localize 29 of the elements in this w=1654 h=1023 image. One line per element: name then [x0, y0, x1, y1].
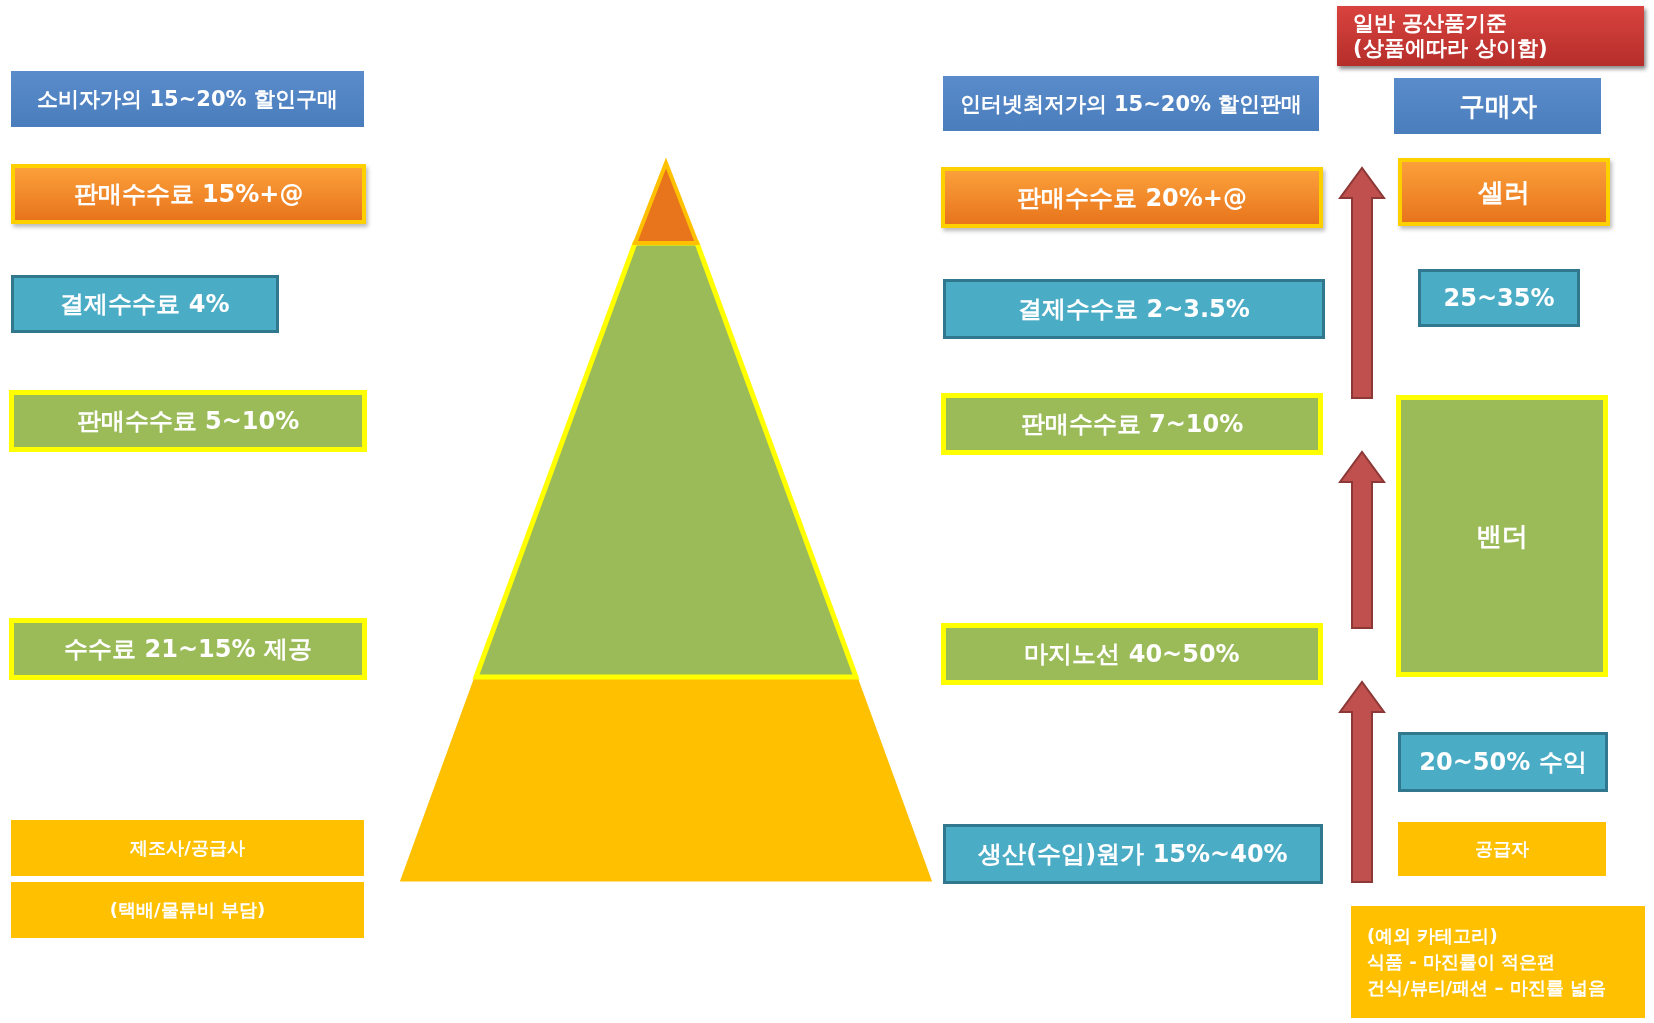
label-box: 25~35%	[1418, 269, 1580, 327]
label-box: 소비자가의 15~20% 할인구매	[11, 71, 364, 127]
label-box: 판매수수료 7~10%	[941, 393, 1323, 455]
label-box: 수수료 21~15% 제공	[9, 618, 367, 680]
label-box: 판매수수료 5~10%	[9, 390, 367, 452]
text-line: (예외 카테고리)	[1367, 924, 1498, 948]
label-box: 판매수수료 15%+@	[11, 164, 366, 224]
label-box: 제조사/공급사	[11, 820, 364, 876]
label-box: 결제수수료 4%	[11, 275, 279, 333]
label-box: 구매자	[1394, 78, 1601, 134]
label-box: 공급자	[1398, 822, 1606, 876]
label-box: 20~50% 수익	[1398, 732, 1608, 792]
label-box: 셀러	[1398, 158, 1610, 226]
block-arrow	[1338, 450, 1386, 629]
label-box: 밴더	[1396, 395, 1608, 677]
label-box: 마지노선 40~50%	[941, 623, 1323, 685]
text-line: 식품 - 마진률이 적은편	[1367, 950, 1556, 974]
label-box: 판매수수료 20%+@	[941, 167, 1323, 228]
label-box: 인터넷최저가의 15~20% 할인판매	[943, 76, 1319, 131]
text-line: 건식/뷰티/패션 – 마진률 넓음	[1367, 976, 1606, 1000]
title-banner	[1337, 6, 1644, 66]
label-box: (택배/물류비 부담)	[11, 882, 364, 938]
label-box: 생산(수입)원가 15%~40%	[943, 824, 1323, 884]
label-box: 결제수수료 2~3.5%	[943, 279, 1325, 339]
block-arrow	[1338, 680, 1386, 883]
text-line: 일반 공산품기준	[1353, 11, 1508, 36]
text-line: (상품에따라 상이함)	[1353, 36, 1548, 61]
block-arrow	[1338, 166, 1386, 399]
note-box	[1351, 906, 1645, 1018]
